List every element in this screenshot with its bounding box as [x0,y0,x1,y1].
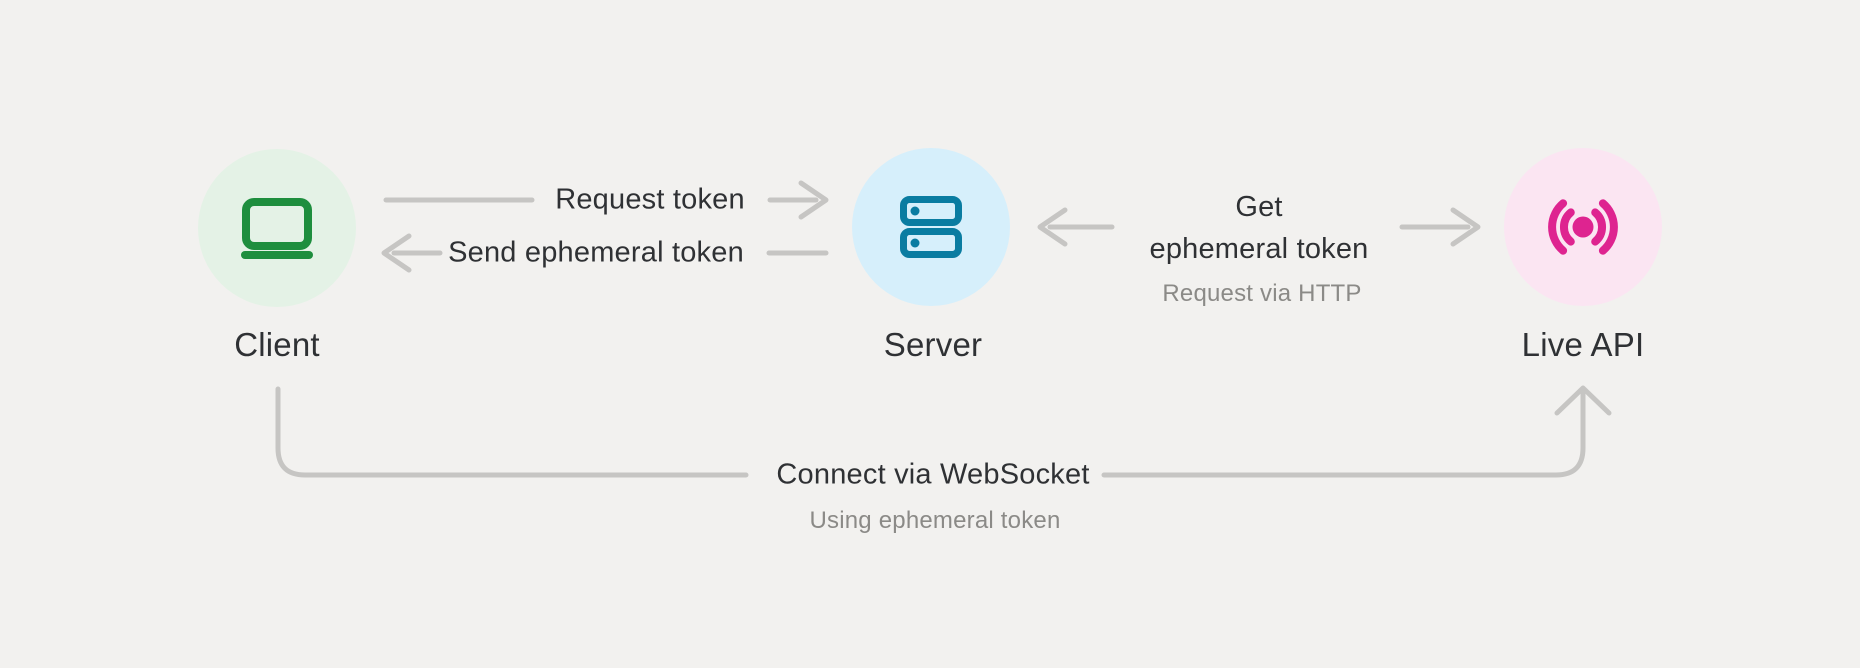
websocket-connector [275,385,1612,478]
request-token-label: Request token [555,183,745,216]
get-token-label-line1: Get [1235,191,1283,223]
live-api-label: Live API [1521,326,1645,363]
get-token-label-line2: ephemeral token [1149,233,1369,265]
laptop-icon [241,198,313,259]
server-node [852,148,1010,306]
live-api-node [1504,148,1662,306]
get-token-caption: Request via HTTP [1162,280,1362,307]
broadcast-icon [1548,199,1618,255]
send-token-label: Send ephemeral token [448,236,744,269]
get-token-arrow-right [1399,207,1481,247]
websocket-caption: Using ephemeral token [809,507,1061,534]
server-label: Server [883,326,983,363]
client-node [198,149,356,307]
get-token-label: Get ephemeral token [1149,186,1368,270]
server-icon [900,196,962,258]
request-token-arrow [383,180,829,220]
websocket-label: Connect via WebSocket [776,458,1090,491]
client-label: Client [234,326,320,363]
send-token-arrow [381,233,829,273]
get-token-arrow-left [1037,207,1115,247]
